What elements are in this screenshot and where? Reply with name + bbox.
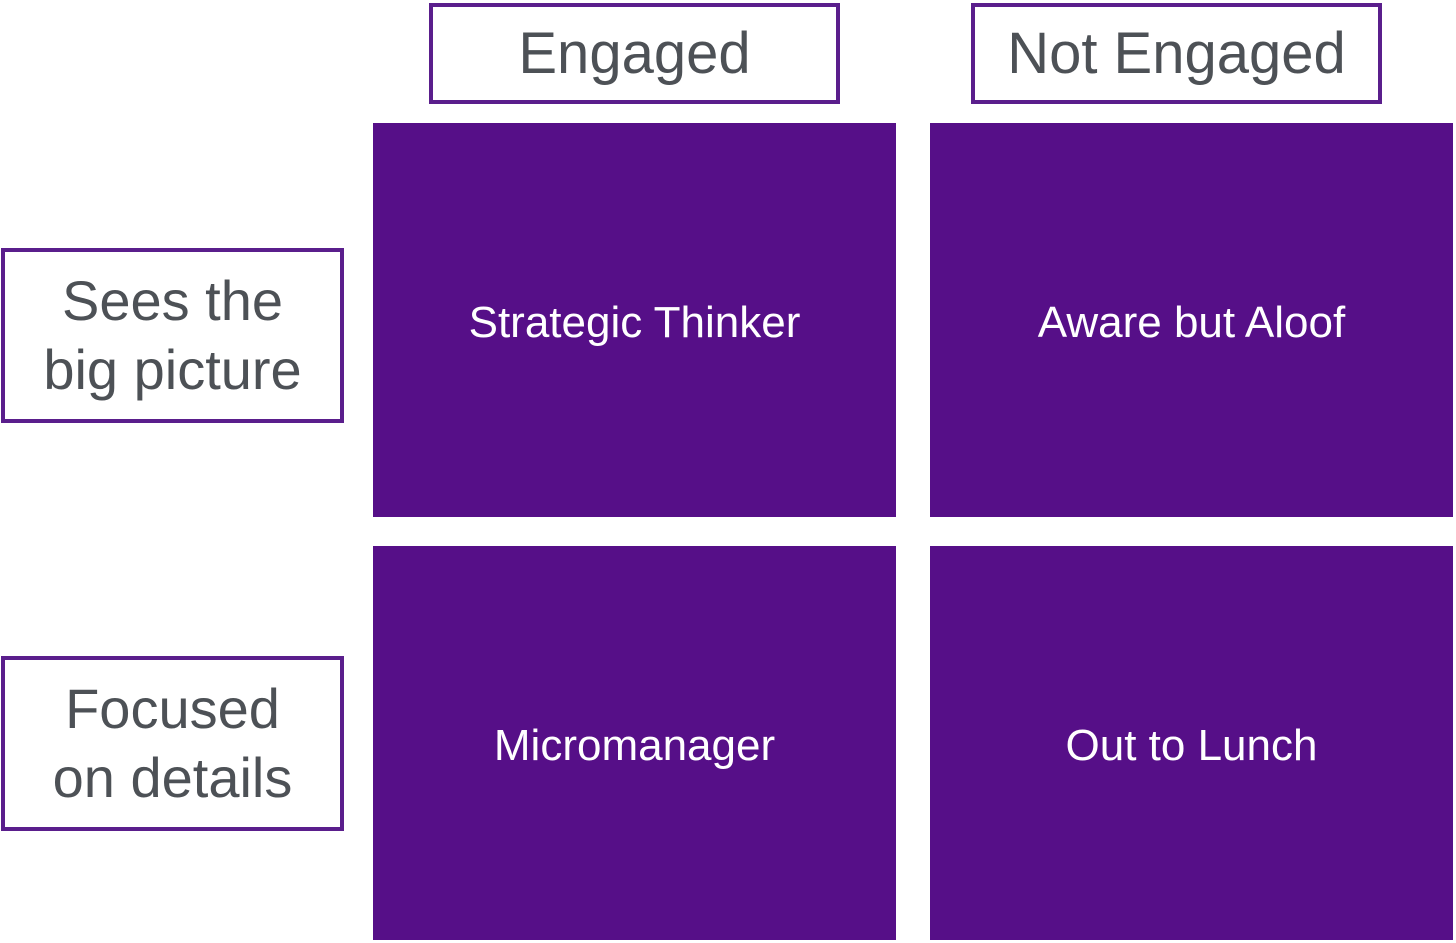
- quadrant-micromanager: Micromanager: [373, 546, 896, 940]
- quadrant-label: Aware but Aloof: [1037, 298, 1346, 347]
- row-header-label: Focused on details: [52, 677, 293, 809]
- quadrant-aware-but-aloof: Aware but Aloof: [930, 123, 1453, 517]
- quadrant-label: Micromanager: [493, 721, 776, 770]
- column-header-label: Engaged: [518, 20, 751, 86]
- column-header-not-engaged: Not Engaged: [971, 3, 1382, 104]
- quadrant-label: Strategic Thinker: [468, 298, 801, 347]
- row-header-details: Focused on details: [1, 656, 344, 831]
- column-header-engaged: Engaged: [429, 3, 840, 104]
- column-header-label: Not Engaged: [1007, 20, 1346, 86]
- row-header-label: Sees the big picture: [43, 269, 302, 401]
- row-header-big-picture: Sees the big picture: [1, 248, 344, 423]
- quadrant-out-to-lunch: Out to Lunch: [930, 546, 1453, 940]
- quadrant-strategic-thinker: Strategic Thinker: [373, 123, 896, 517]
- quadrant-label: Out to Lunch: [1065, 721, 1318, 770]
